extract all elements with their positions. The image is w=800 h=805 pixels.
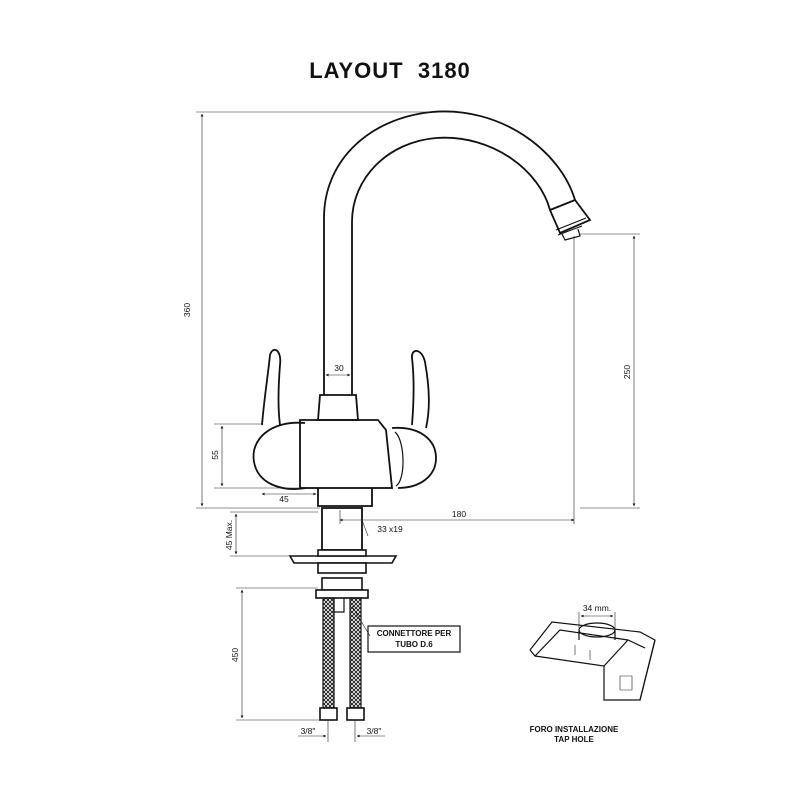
faucet-outline xyxy=(252,110,592,721)
dim-stem-diameter: 30 xyxy=(334,363,344,373)
dim-hose-length: 450 xyxy=(230,648,240,662)
dim-spout-height: 250 xyxy=(622,365,632,379)
dim-thread: 33 x19 xyxy=(377,524,403,534)
connector-label-line1: CONNETTORE PER xyxy=(377,629,452,638)
dim-total-height: 360 xyxy=(182,303,192,317)
connector-label-line2: TUBO D.6 xyxy=(395,640,433,649)
dim-fitting-right: 3/8" xyxy=(367,726,382,736)
page-title: LAYOUT 3180 xyxy=(309,58,471,83)
tap-hole-caption-line2: TAP HOLE xyxy=(554,735,594,744)
connector-label-box xyxy=(367,625,461,653)
dim-max-deck: 45 Max. xyxy=(224,520,234,550)
dim-reach: 180 xyxy=(452,509,466,519)
dim-handle-offset: 45 xyxy=(279,494,289,504)
dimension-lines xyxy=(196,111,640,742)
dim-body-height: 55 xyxy=(210,450,220,460)
tap-hole-detail xyxy=(529,612,656,701)
tap-hole-caption-line1: FORO INSTALLAZIONE xyxy=(530,725,619,734)
dim-fitting-left: 3/8" xyxy=(301,726,316,736)
dim-hole-diameter: 34 mm. xyxy=(583,603,611,613)
